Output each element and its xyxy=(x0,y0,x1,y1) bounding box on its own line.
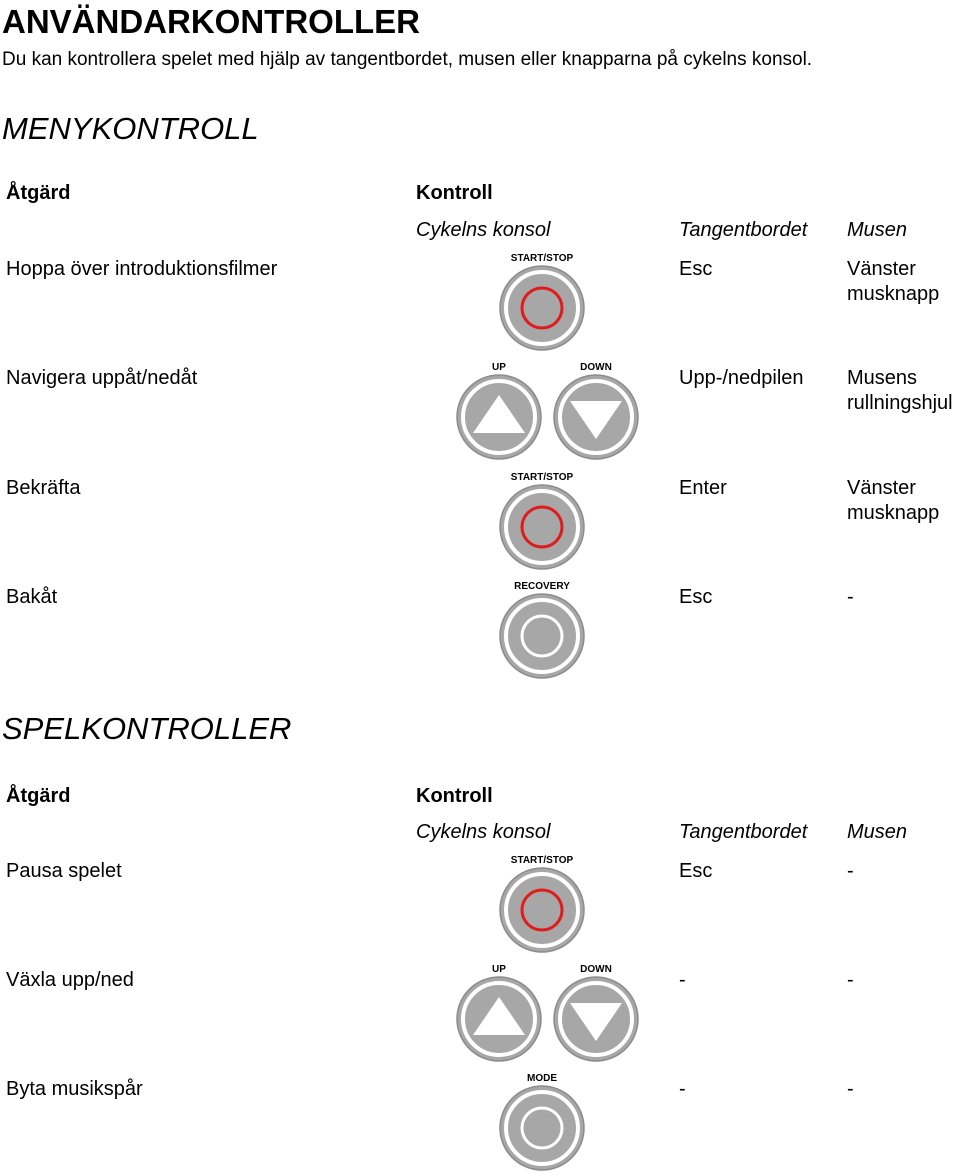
section-title: MENYKONTROLL xyxy=(2,111,259,146)
row-action: Bakåt xyxy=(6,586,58,608)
start-stop-button-icon: START/STOP xyxy=(497,854,587,954)
column-header-console: Cykelns konsol xyxy=(416,219,551,241)
down-arrow-button-icon: DOWN xyxy=(551,963,641,1063)
row-mouse-control: - xyxy=(847,586,854,608)
up-arrow-button-icon: UP xyxy=(454,361,544,461)
section-title: SPELKONTROLLER xyxy=(2,711,292,746)
page-title: ANVÄNDARKONTROLLER xyxy=(2,3,420,40)
column-header-console: Cykelns konsol xyxy=(416,821,551,843)
row-mouse-control: - xyxy=(847,1078,854,1100)
row-keyboard-control: Esc xyxy=(679,860,713,882)
svg-text:RECOVERY: RECOVERY xyxy=(514,581,570,592)
row-keyboard-control: Esc xyxy=(679,258,713,280)
start-stop-button-icon: START/STOP xyxy=(497,252,587,352)
svg-text:START/STOP: START/STOP xyxy=(511,253,574,264)
row-mouse-control: Musens rullningshjul xyxy=(847,367,953,414)
row-keyboard-control: - xyxy=(679,969,686,991)
column-header-keyboard: Tangentbordet xyxy=(679,821,808,843)
column-header-mouse: Musen xyxy=(847,821,908,843)
mode-button-icon: MODE xyxy=(497,1072,587,1172)
row-mouse-control: Vänster musknapp xyxy=(847,258,940,305)
down-arrow-button-icon: DOWN xyxy=(551,361,641,461)
row-action: Navigera uppåt/nedåt xyxy=(6,367,198,389)
row-action: Pausa spelet xyxy=(6,860,122,882)
column-header-keyboard: Tangentbordet xyxy=(679,219,808,241)
svg-text:START/STOP: START/STOP xyxy=(511,472,574,483)
row-keyboard-control: Esc xyxy=(679,586,713,608)
row-action: Bekräfta xyxy=(6,477,81,499)
svg-text:UP: UP xyxy=(492,964,506,975)
row-keyboard-control: Enter xyxy=(679,477,727,499)
row-action: Byta musikspår xyxy=(6,1078,143,1100)
column-header-control: Kontroll xyxy=(416,785,493,807)
row-action: Växla upp/ned xyxy=(6,969,134,991)
row-mouse-control: - xyxy=(847,860,854,882)
svg-text:UP: UP xyxy=(492,362,506,373)
svg-text:MODE: MODE xyxy=(527,1073,557,1084)
up-arrow-button-icon: UP xyxy=(454,963,544,1063)
recovery-button-icon: RECOVERY xyxy=(497,580,587,680)
row-keyboard-control: - xyxy=(679,1078,686,1100)
column-header-action: Åtgärd xyxy=(6,785,71,807)
intro-text: Du kan kontrollera spelet med hjälp av t… xyxy=(2,49,813,70)
start-stop-button-icon: START/STOP xyxy=(497,471,587,571)
column-header-action: Åtgärd xyxy=(6,182,71,204)
svg-text:DOWN: DOWN xyxy=(580,964,612,975)
row-action: Hoppa över introduktionsfilmer xyxy=(6,258,278,280)
column-header-mouse: Musen xyxy=(847,219,908,241)
row-mouse-control: Vänster musknapp xyxy=(847,477,940,524)
column-header-control: Kontroll xyxy=(416,182,493,204)
svg-text:START/STOP: START/STOP xyxy=(511,855,574,866)
row-keyboard-control: Upp-/nedpilen xyxy=(679,367,804,389)
row-mouse-control: - xyxy=(847,969,854,991)
svg-text:DOWN: DOWN xyxy=(580,362,612,373)
